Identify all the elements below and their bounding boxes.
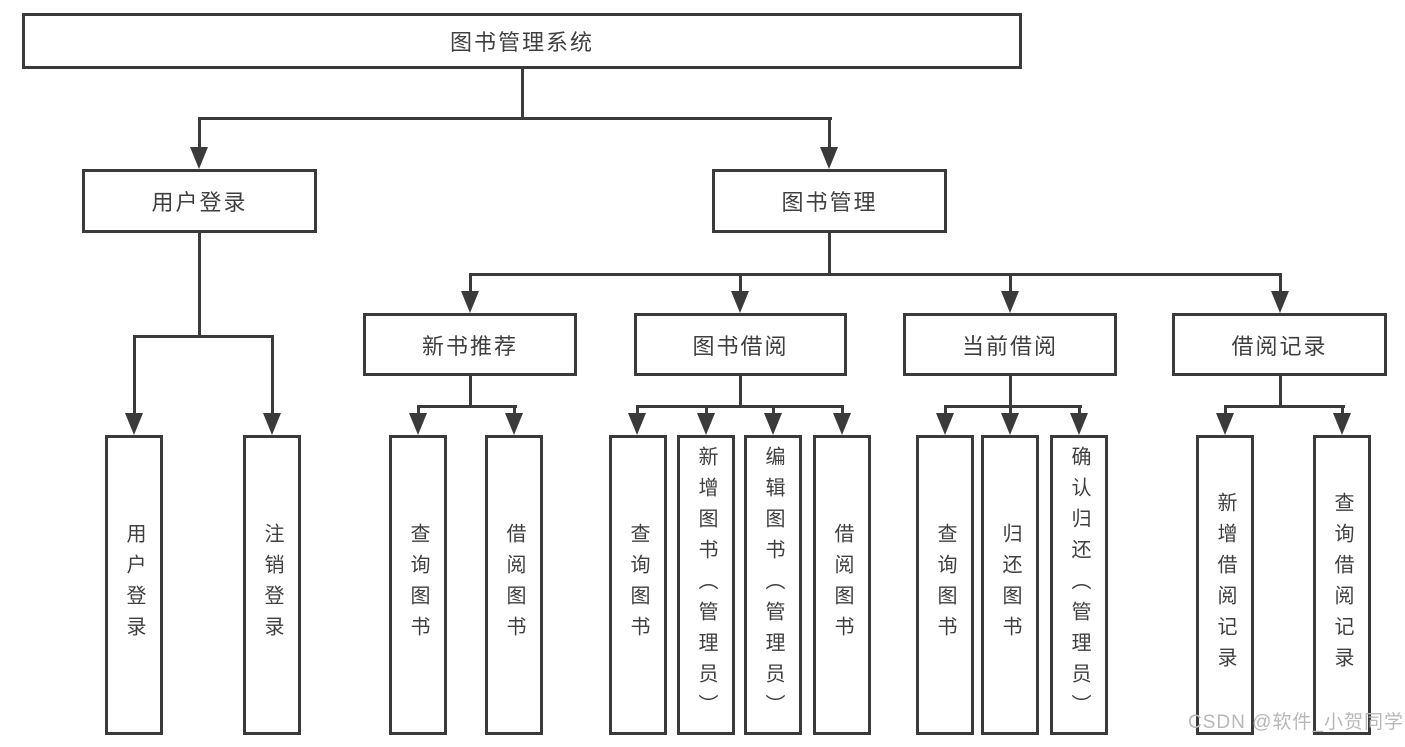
- leaf-label: 查询图书: [407, 523, 429, 647]
- node-label: 用户登录: [151, 190, 248, 215]
- connector-stub-borrow-records: [1279, 273, 1282, 295]
- leaf-user-login: 用户登录: [105, 435, 163, 735]
- connector-borrow-records-drop: [1279, 376, 1282, 407]
- connector-new-book-drop: [469, 376, 472, 407]
- connector-stub-book-borrow: [739, 273, 742, 295]
- node-book-management: 图书管理: [712, 169, 947, 233]
- connector-stub-leaf-user-login: [133, 335, 136, 415]
- node-label: 借阅记录: [1231, 333, 1328, 359]
- connector-root-drop: [521, 69, 524, 117]
- arrowhead-leaf: [697, 413, 715, 435]
- connector-user-login-drop: [198, 233, 201, 337]
- connector-stub-leaf: [1009, 405, 1012, 417]
- arrowhead-leaf: [409, 413, 427, 435]
- node-label: 图书借阅: [692, 333, 789, 359]
- arrowhead-borrow-records: [1271, 291, 1289, 313]
- leaf-query-books-current: 查询图书: [916, 435, 974, 735]
- arrowhead-current-borrow: [1001, 291, 1019, 313]
- arrowhead-leaf: [833, 413, 851, 435]
- leaf-edit-book-admin: 编辑图书（管理员）: [744, 435, 802, 735]
- arrowhead-book-borrow: [731, 291, 749, 313]
- connector-stub-leaf: [513, 405, 516, 417]
- connector-stub-leaf: [636, 405, 639, 417]
- arrowhead-leaf-user-login: [125, 413, 143, 435]
- leaf-label: 归还图书: [999, 523, 1021, 647]
- leaf-label: 新增图书（管理员）: [695, 445, 717, 725]
- node-borrow-records: 借阅记录: [1172, 313, 1387, 376]
- arrowhead-leaf: [1070, 413, 1088, 435]
- connector-stub-new-book: [469, 273, 472, 295]
- leaf-return-book: 归还图书: [981, 435, 1039, 735]
- leaf-query-borrow-record: 查询借阅记录: [1313, 435, 1371, 735]
- leaf-borrow-books: 借阅图书: [813, 435, 871, 735]
- arrowhead-leaf: [936, 413, 954, 435]
- connector-stub-book-management: [828, 117, 831, 151]
- connector-stub-leaf: [417, 405, 420, 417]
- node-new-book-recommend: 新书推荐: [363, 313, 577, 376]
- connector-book-borrow-splitter: [636, 405, 844, 408]
- connector-new-book-splitter: [417, 405, 517, 408]
- leaf-label: 确认归还（管理员）: [1068, 445, 1090, 725]
- connector-stub-user-login: [198, 117, 201, 151]
- node-label: 新书推荐: [421, 333, 518, 359]
- arrowhead-leaf: [505, 413, 523, 435]
- connector-book-management-drop: [828, 233, 831, 275]
- connector-current-borrow-drop: [1009, 376, 1012, 407]
- leaf-add-borrow-record: 新增借阅记录: [1196, 435, 1254, 735]
- arrowhead-user-login: [190, 147, 208, 169]
- leaf-label: 借阅图书: [831, 523, 853, 647]
- arrowhead-new-book: [461, 291, 479, 313]
- leaf-label: 借阅图书: [503, 523, 525, 647]
- connector-stub-leaf: [705, 405, 708, 417]
- node-book-borrow: 图书借阅: [634, 313, 847, 376]
- connector-stub-leaf: [1224, 405, 1227, 417]
- leaf-label: 注销登录: [261, 523, 283, 647]
- connector-borrow-records-splitter: [1224, 405, 1345, 408]
- arrowhead-leaf: [764, 413, 782, 435]
- leaf-label: 查询图书: [934, 523, 956, 647]
- connector-stub-leaf: [1078, 405, 1081, 417]
- watermark: CSDN @软件_小贺同学: [1188, 712, 1404, 733]
- connector-stub-leaf: [944, 405, 947, 417]
- node-label: 图书管理系统: [449, 30, 594, 55]
- leaf-label: 用户登录: [123, 523, 145, 647]
- leaf-label: 查询借阅记录: [1331, 492, 1353, 678]
- arrowhead-leaf: [1216, 413, 1234, 435]
- connector-level3-branch: [469, 273, 1282, 276]
- leaf-query-books-recommend: 查询图书: [389, 435, 447, 735]
- arrowhead-leaf: [628, 413, 646, 435]
- leaf-label: 查询图书: [627, 523, 649, 647]
- arrowhead-leaf: [1333, 413, 1351, 435]
- leaf-label: 编辑图书（管理员）: [762, 445, 784, 725]
- node-label: 图书管理: [781, 190, 878, 215]
- leaf-add-book-admin: 新增图书（管理员）: [677, 435, 735, 735]
- node-current-borrow: 当前借阅: [903, 313, 1117, 376]
- connector-stub-leaf: [1341, 405, 1344, 417]
- leaf-confirm-return-admin: 确认归还（管理员）: [1050, 435, 1108, 735]
- leaf-borrow-books-recommend: 借阅图书: [485, 435, 543, 735]
- connector-book-borrow-drop: [739, 376, 742, 407]
- connector-stub-leaf: [772, 405, 775, 417]
- connector-current-borrow-splitter: [944, 405, 1082, 408]
- node-user-login: 用户登录: [82, 169, 317, 233]
- node-label: 当前借阅: [961, 333, 1058, 359]
- leaf-logout: 注销登录: [243, 435, 301, 735]
- leaf-query-books-borrow: 查询图书: [609, 435, 667, 735]
- node-library-management-system: 图书管理系统: [22, 13, 1022, 69]
- connector-stub-current-borrow: [1009, 273, 1012, 295]
- arrowhead-leaf-logout: [263, 413, 281, 435]
- connector-level2-branch: [198, 117, 832, 120]
- connector-user-login-splitter: [133, 335, 274, 338]
- arrowhead-book-management: [820, 147, 838, 169]
- arrowhead-leaf: [1001, 413, 1019, 435]
- connector-stub-leaf-logout: [271, 335, 274, 415]
- connector-stub-leaf: [841, 405, 844, 417]
- leaf-label: 新增借阅记录: [1214, 492, 1236, 678]
